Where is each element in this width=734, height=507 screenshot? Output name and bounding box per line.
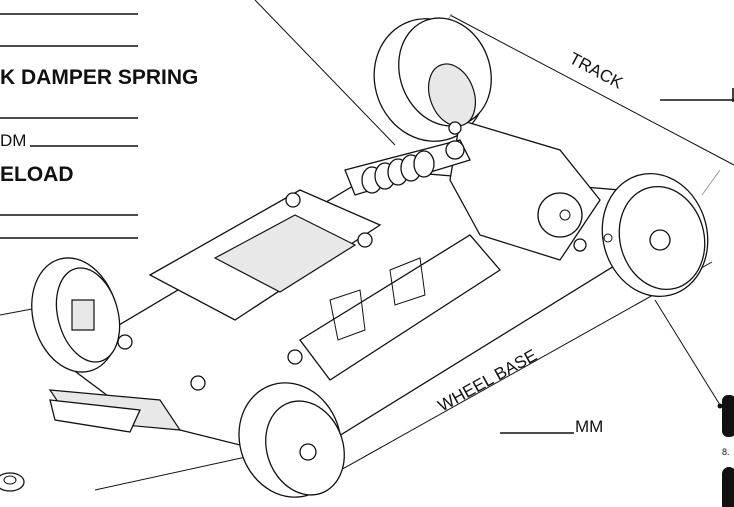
wheelbase-dimension-line bbox=[304, 261, 713, 491]
page-tab-lower bbox=[722, 467, 734, 507]
page-tab-upper bbox=[722, 395, 734, 437]
chassis-illustration bbox=[0, 17, 709, 498]
front-bumper-plate bbox=[49, 399, 141, 433]
pointer-line-bottom bbox=[94, 454, 256, 491]
small-note: 8. bbox=[722, 447, 730, 457]
screw-heads bbox=[117, 121, 587, 391]
track-arrow-right bbox=[701, 169, 721, 196]
preload-label: ELOAD bbox=[0, 163, 74, 186]
loose-nut-hole bbox=[3, 475, 17, 485]
spur-gear bbox=[428, 63, 476, 127]
pointer-line-damper bbox=[254, 0, 396, 146]
front-right-wheel bbox=[238, 382, 345, 498]
loose-nut bbox=[0, 472, 25, 492]
frame-cutout-1 bbox=[329, 289, 366, 341]
damper-assembly bbox=[344, 139, 471, 196]
front-left-wheel bbox=[31, 257, 121, 373]
side-frame bbox=[299, 234, 501, 381]
battery-window bbox=[213, 214, 357, 293]
motor-shaft bbox=[559, 209, 571, 221]
mm-label: MM bbox=[575, 417, 603, 436]
track-label: TRACK bbox=[566, 49, 626, 93]
frame-cutout-2 bbox=[389, 257, 426, 306]
track-dimension-line bbox=[449, 14, 734, 166]
setup-notes-panel: K DAMPER SPRING DM ELOAD bbox=[0, 13, 198, 239]
rear-right-wheel bbox=[601, 172, 709, 298]
pointer-dot bbox=[717, 403, 723, 409]
dm-label: DM bbox=[0, 131, 26, 150]
damper-spring-label: K DAMPER SPRING bbox=[0, 66, 198, 89]
pointer-line-right bbox=[654, 299, 721, 406]
